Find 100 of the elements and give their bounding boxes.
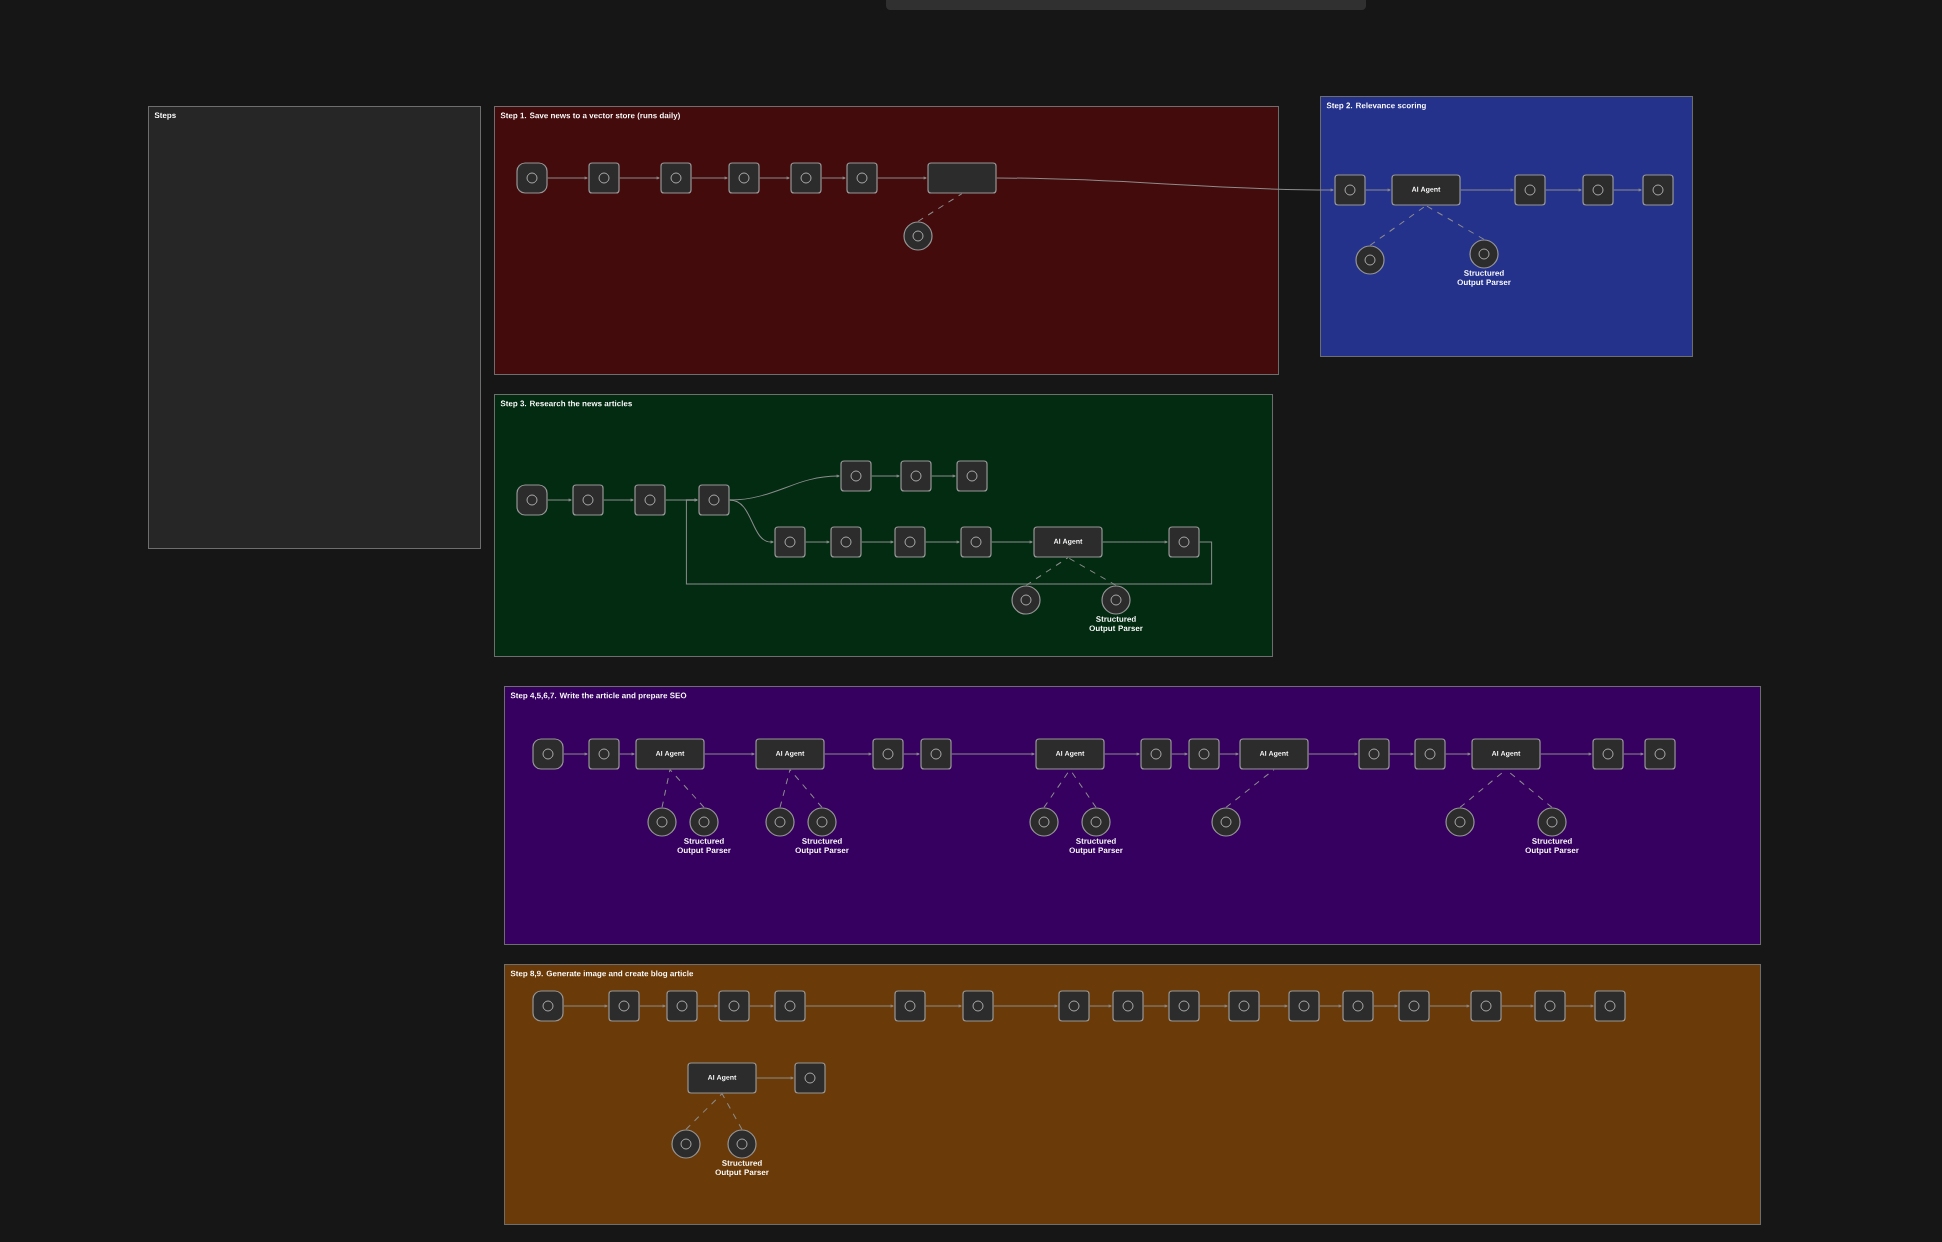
sub-node xyxy=(671,1129,701,1159)
connector xyxy=(789,769,823,808)
agent-node xyxy=(927,162,997,194)
connector xyxy=(639,1004,666,1008)
connector xyxy=(563,1004,608,1008)
workflow-node xyxy=(728,162,760,194)
connector xyxy=(1104,752,1140,756)
sub-node xyxy=(1355,245,1385,275)
trigger-node xyxy=(532,738,564,770)
connector xyxy=(779,769,791,808)
connector xyxy=(1199,1004,1228,1008)
workflow-node xyxy=(1168,990,1200,1022)
workflow-node xyxy=(894,990,926,1022)
connector xyxy=(1425,205,1485,240)
workflow-node xyxy=(794,1062,826,1094)
trigger-node xyxy=(516,162,548,194)
workflow-node xyxy=(1188,738,1220,770)
connector xyxy=(1143,1004,1168,1008)
connector xyxy=(1067,557,1117,586)
workflow-node xyxy=(920,738,952,770)
workflow-node xyxy=(660,162,692,194)
connector xyxy=(824,752,872,756)
sub-node xyxy=(1445,807,1475,837)
connector xyxy=(1459,769,1507,808)
workflow-node xyxy=(1642,174,1674,206)
connector xyxy=(619,752,635,756)
connector xyxy=(805,540,830,544)
connector xyxy=(1225,769,1275,808)
connector xyxy=(925,1004,962,1008)
workflow-node xyxy=(1334,174,1366,206)
connector xyxy=(697,1004,718,1008)
connector xyxy=(1219,752,1239,756)
workflow-node xyxy=(1168,526,1200,558)
connector xyxy=(1025,557,1069,586)
workflow-node xyxy=(1112,990,1144,1022)
workflow-node xyxy=(894,526,926,558)
connector xyxy=(1373,1004,1398,1008)
workflow-node xyxy=(588,738,620,770)
workflow-node xyxy=(1534,990,1566,1022)
connector xyxy=(1429,1004,1470,1008)
workflow-node xyxy=(588,162,620,194)
connector xyxy=(821,176,846,180)
workflow-node xyxy=(1470,990,1502,1022)
connector xyxy=(1319,1004,1342,1008)
connector xyxy=(1501,1004,1534,1008)
connector xyxy=(1445,752,1471,756)
connector xyxy=(951,752,1035,756)
connector xyxy=(871,474,900,478)
workflow-node xyxy=(1594,990,1626,1022)
connector xyxy=(1369,205,1427,246)
connector xyxy=(917,193,963,222)
connector xyxy=(1623,752,1644,756)
connector xyxy=(721,1093,743,1130)
sub-node xyxy=(1211,807,1241,837)
workflow-node xyxy=(634,484,666,516)
connector xyxy=(805,1004,894,1008)
sub-node xyxy=(903,221,933,251)
sub-node xyxy=(765,807,795,837)
connector xyxy=(661,769,671,808)
workflow-node xyxy=(1358,738,1390,770)
connector xyxy=(547,498,572,502)
workflow-node xyxy=(1514,174,1546,206)
connector xyxy=(1259,1004,1288,1008)
workflow-node xyxy=(666,990,698,1022)
connector xyxy=(877,176,927,180)
trigger-node xyxy=(532,990,564,1022)
connector xyxy=(1565,1004,1594,1008)
connector xyxy=(691,176,728,180)
workflow-node xyxy=(840,460,872,492)
connector xyxy=(993,1004,1058,1008)
workflow-node xyxy=(830,526,862,558)
connector xyxy=(1043,769,1071,808)
workflow-node xyxy=(1288,990,1320,1022)
connector xyxy=(1613,188,1642,192)
connector xyxy=(1069,769,1097,808)
connector xyxy=(1171,752,1188,756)
connector xyxy=(749,1004,774,1008)
connector xyxy=(619,176,660,180)
workflow-node xyxy=(1228,990,1260,1022)
workflow-node xyxy=(846,162,878,194)
connector xyxy=(563,752,588,756)
workflow-node xyxy=(900,460,932,492)
connector xyxy=(1389,752,1414,756)
trigger-node xyxy=(516,484,548,516)
connector xyxy=(759,176,790,180)
connector xyxy=(861,540,894,544)
workflow-node xyxy=(1592,738,1624,770)
connector xyxy=(547,176,588,180)
connector xyxy=(903,752,920,756)
connector xyxy=(1102,540,1168,544)
connector xyxy=(669,769,705,808)
connector xyxy=(685,498,1213,585)
connector xyxy=(729,499,774,544)
connector xyxy=(931,474,956,478)
connector xyxy=(1460,188,1514,192)
connector xyxy=(1365,188,1391,192)
workflow-node xyxy=(774,990,806,1022)
workflow-node xyxy=(774,526,806,558)
connector xyxy=(729,474,840,501)
workflow-node xyxy=(718,990,750,1022)
